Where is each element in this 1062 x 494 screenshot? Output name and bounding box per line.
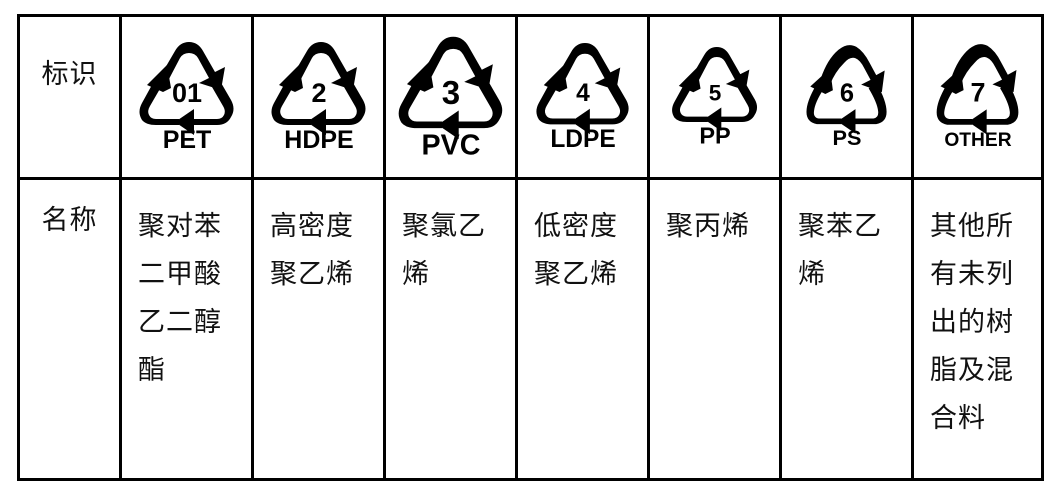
name-text-pet: 聚对苯 二甲酸 乙二醇 酯 [138,211,222,385]
svg-text:6: 6 [839,80,853,108]
name-cell-pet: 聚对苯 二甲酸 乙二醇 酯 [119,177,254,481]
symbol-cell-hdpe: 2 HDPE [251,14,386,180]
name-cell-ldpe: 低密度 聚乙烯 [515,177,650,481]
row-header-name-label: 名称 [41,205,98,235]
name-cell-pvc: 聚氯乙 烯 [383,177,518,481]
name-cell-hdpe: 高密度 聚乙烯 [251,177,386,481]
svg-text:2: 2 [311,78,326,108]
mobius-loop-recycling-icon-ps: 6 PS [782,17,911,171]
name-text-other: 其他所 有未列 出的树 脂及混 合料 [930,211,1014,433]
svg-text:7: 7 [970,78,985,108]
mobius-loop-recycling-icon-ldpe: 4 LDPE [518,17,647,171]
svg-text:PS: PS [832,125,861,150]
row-header-mark-label: 标识 [41,59,98,89]
name-text-ps: 聚苯乙 烯 [798,211,882,289]
mobius-loop-recycling-icon-pet: 01 PET [122,17,251,171]
row-header-mark: 标识 [17,14,122,180]
symbol-cell-other: 7 OTHER [911,14,1044,180]
svg-text:PP: PP [699,123,730,148]
name-text-ldpe: 低密度 聚乙烯 [534,211,618,289]
svg-text:OTHER: OTHER [944,130,1011,151]
svg-text:PET: PET [162,126,211,153]
svg-text:5: 5 [708,80,721,105]
symbol-cell-ps: 6 PS [779,14,914,180]
mobius-loop-recycling-icon-pvc: 3 PVC [386,17,515,171]
svg-text:HDPE: HDPE [284,126,353,153]
name-cell-pp: 聚丙烯 [647,177,782,481]
mobius-loop-recycling-icon-other: 7 OTHER [914,17,1041,171]
symbol-cell-pp: 5 PP [647,14,782,180]
table-row-names: 名称 聚对苯 二甲酸 乙二醇 酯 高密度 聚乙烯 聚氯乙 烯 低密度 聚乙烯 聚… [17,177,1044,481]
mobius-loop-recycling-icon-hdpe: 2 HDPE [254,17,383,171]
mobius-loop-recycling-icon-pp: 5 PP [650,17,779,171]
plastic-resin-code-table: 标识 [17,14,1044,481]
row-header-name: 名称 [17,177,122,481]
table-row-marks: 标识 [17,14,1044,180]
svg-text:4: 4 [576,80,590,107]
symbol-cell-pvc: 3 PVC [383,14,518,180]
symbol-cell-pet: 01 PET [119,14,254,180]
svg-text:3: 3 [441,75,459,112]
svg-text:01: 01 [171,78,201,108]
name-text-hdpe: 高密度 聚乙烯 [270,211,354,289]
svg-text:LDPE: LDPE [550,126,615,152]
symbol-cell-ldpe: 4 LDPE [515,14,650,180]
name-cell-other: 其他所 有未列 出的树 脂及混 合料 [911,177,1044,481]
name-text-pp: 聚丙烯 [666,211,750,241]
name-cell-ps: 聚苯乙 烯 [779,177,914,481]
svg-text:PVC: PVC [421,130,480,159]
name-text-pvc: 聚氯乙 烯 [402,211,486,289]
